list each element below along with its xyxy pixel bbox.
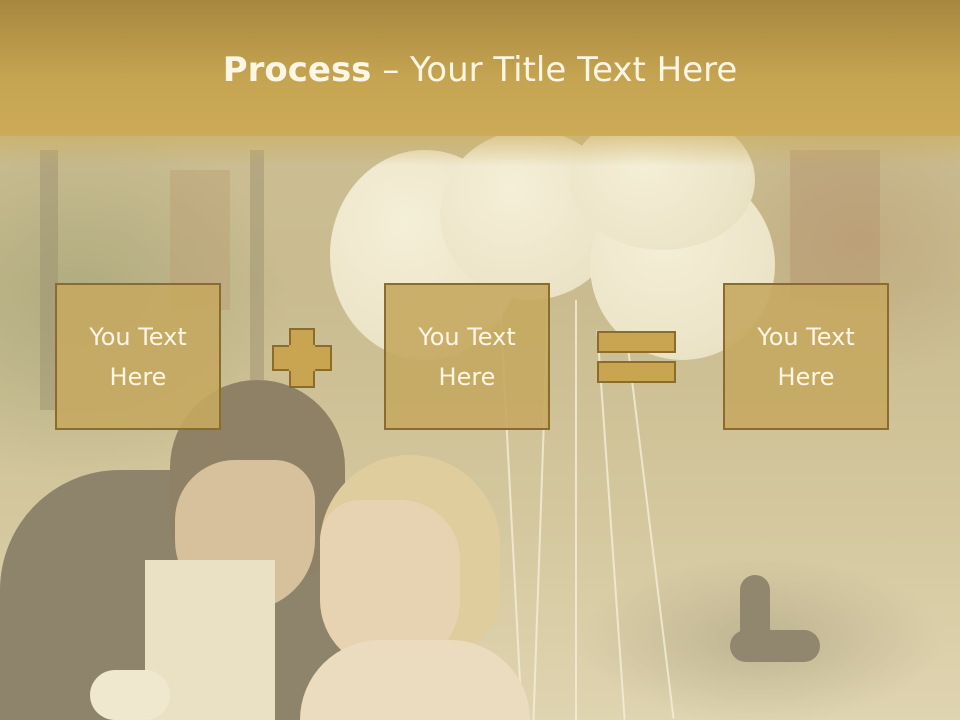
box-line-1: You Text bbox=[418, 322, 516, 351]
box-line-1: You Text bbox=[757, 322, 855, 351]
title-bar bbox=[0, 0, 960, 136]
slide-title: Process – Your Title Text Here bbox=[0, 50, 960, 90]
box-line-2: Here bbox=[438, 362, 496, 391]
title-bold: Process bbox=[222, 50, 372, 90]
box-line-2: Here bbox=[777, 362, 835, 391]
box-line-1: You Text bbox=[89, 322, 187, 351]
box-line-2: Here bbox=[109, 362, 167, 391]
title-rest: – Your Title Text Here bbox=[371, 50, 738, 90]
